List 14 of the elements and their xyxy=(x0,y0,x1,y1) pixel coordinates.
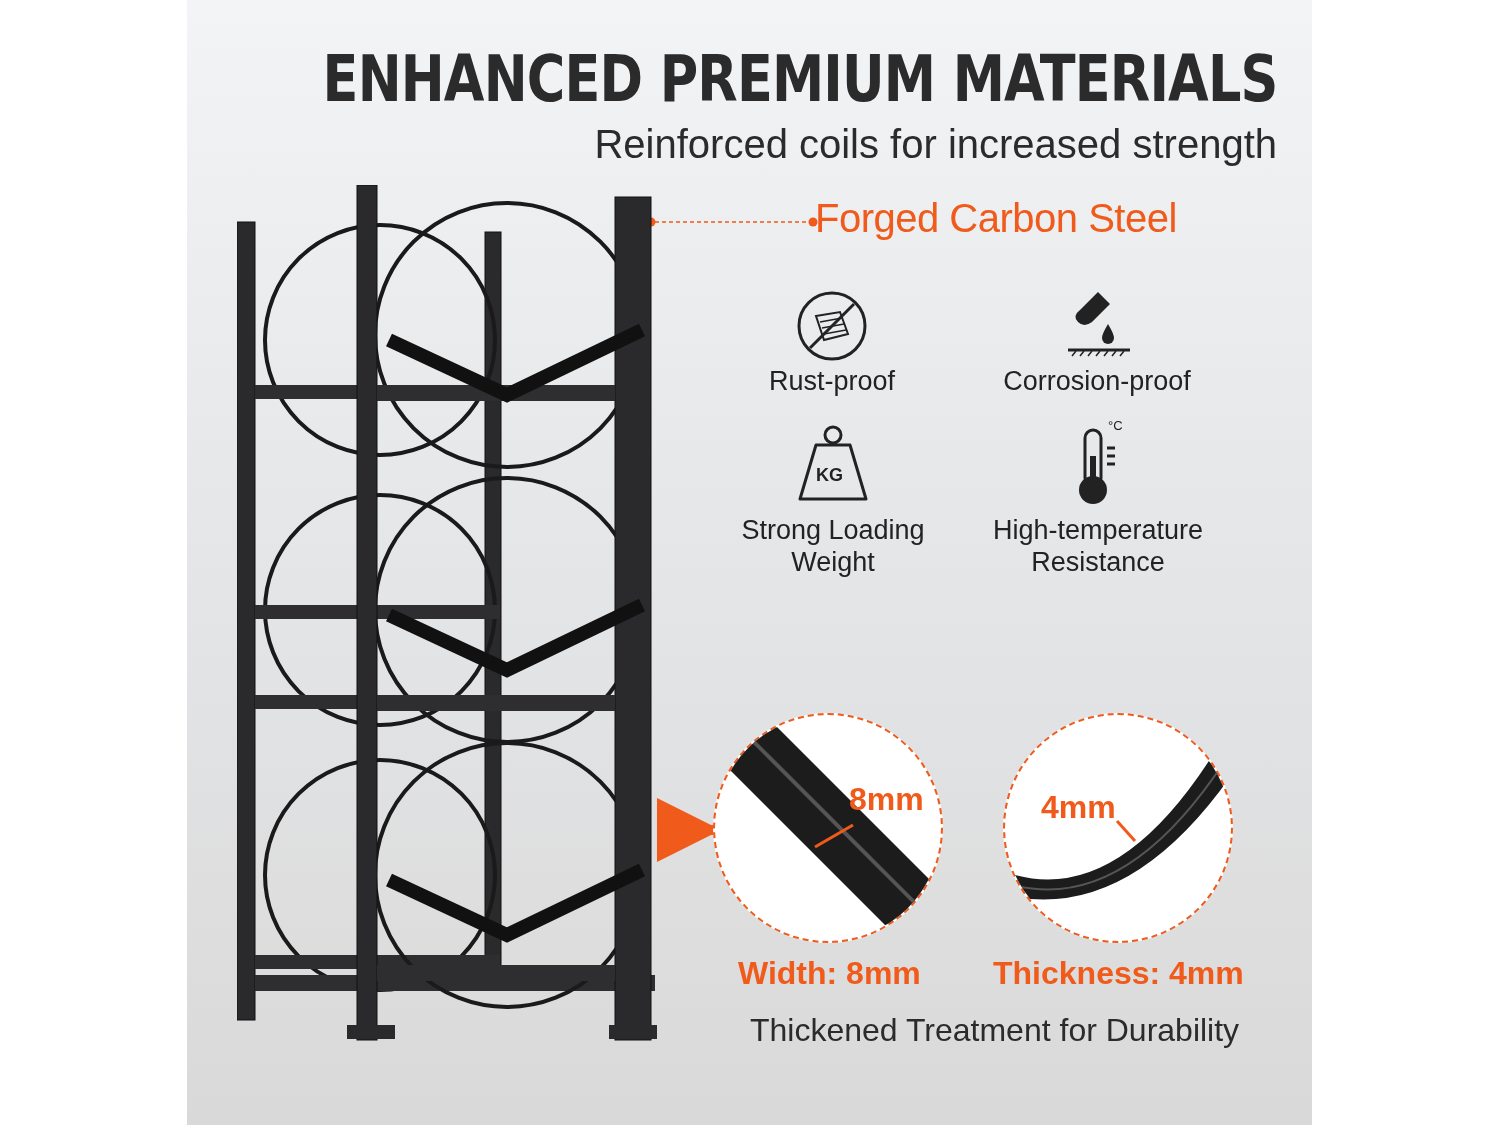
feature-label: Rust-proof xyxy=(767,366,897,397)
caption-text: Thickened Treatment for Durability xyxy=(750,1012,1240,1049)
dimension-label: Thickness: 4mm xyxy=(993,955,1244,992)
title-text: ENHANCED PREMIUM MATERIALS xyxy=(322,42,1277,116)
subtitle-text: Reinforced coils for increased strength xyxy=(594,122,1277,167)
unit-symbol: °C xyxy=(1108,418,1123,433)
dimension-label: Width: 8mm xyxy=(738,955,921,992)
feature-label: Corrosion-proof xyxy=(1002,366,1192,397)
unit-text: KG xyxy=(816,465,843,486)
dimension-value: 4mm xyxy=(1041,789,1116,826)
feature-label: Strong Loading Weight xyxy=(740,514,926,578)
callout-text: Forged Carbon Steel xyxy=(815,196,1177,241)
dimension-value: 8mm xyxy=(849,781,924,818)
feature-label: High-temperature Resistance xyxy=(991,514,1205,578)
